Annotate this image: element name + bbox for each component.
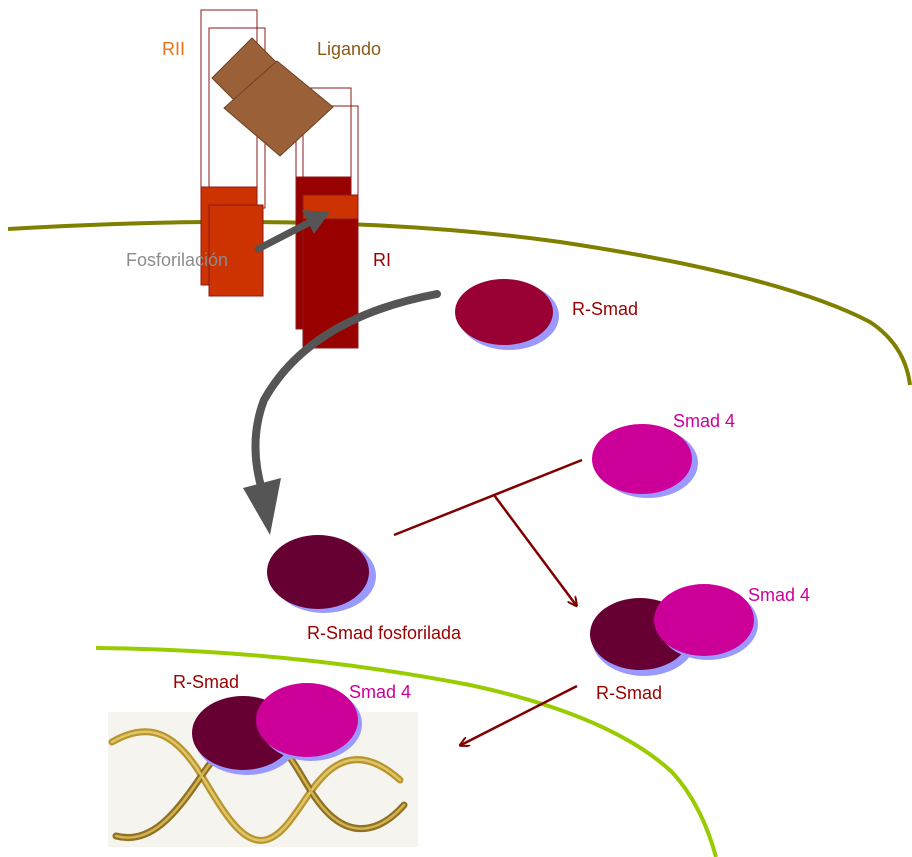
smad4-free [592,424,698,498]
ligand [212,38,333,156]
rsmad-fosforilada-label: R-Smad fosforilada [307,623,462,643]
ligando-label: Ligando [317,39,381,59]
complex-formation-arrow [394,460,582,605]
rsmad-smad4-complex [590,584,758,676]
nuclear-rsmad-label: R-Smad [173,672,239,692]
rii-label: RII [162,39,185,59]
rsmad-label: R-Smad [572,299,638,319]
complex-smad4-label: Smad 4 [748,585,810,605]
rsmad-phosphorylated [267,535,376,613]
nuclear-import-arrow [461,686,577,745]
nuclear-smad4-label: Smad 4 [349,682,411,702]
smad4-label: Smad 4 [673,411,735,431]
fosforilacion-label: Fosforilación [126,250,228,270]
ri-label: RI [373,250,391,270]
rsmad-inactive [455,279,559,350]
activation-curve-arrow [243,294,437,535]
complex-rsmad-label: R-Smad [596,683,662,703]
